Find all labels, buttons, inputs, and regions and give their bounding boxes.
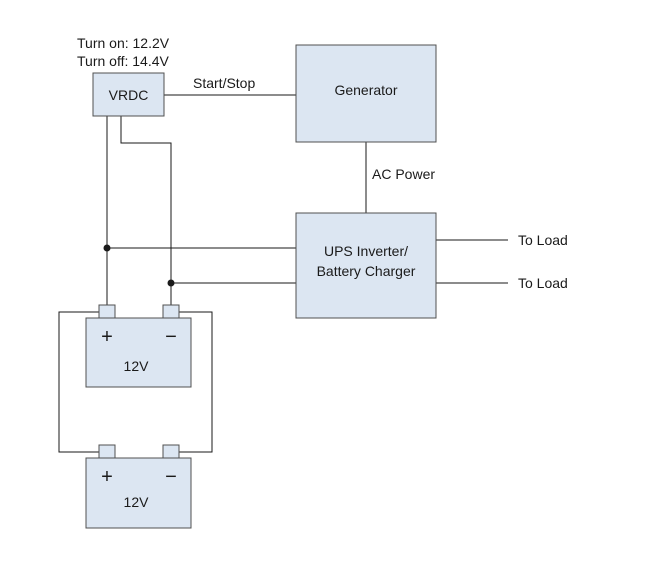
vrdc-block: Turn on: 12.2V Turn off: 14.4V VRDC (77, 35, 170, 117)
vrdc-turn-on-label: Turn on: 12.2V (77, 35, 170, 51)
battery-bottom-negative-terminal (162, 444, 180, 459)
load-label-1: To Load (518, 232, 568, 248)
series-link-left (58, 311, 99, 453)
battery-bottom-positive-terminal (98, 444, 116, 459)
vrdc-turn-off-label: Turn off: 14.4V (77, 53, 169, 69)
ups-label-line1: UPS Inverter/ (324, 243, 408, 259)
vrdc-label: VRDC (109, 87, 149, 103)
ups-label-line2: Battery Charger (317, 263, 416, 279)
battery-bottom-minus-sign: − (165, 466, 177, 488)
wires (58, 94, 508, 453)
generator-block: Generator (295, 44, 437, 143)
battery-top-negative-terminal (162, 304, 180, 319)
battery-bottom: + − 12V (85, 444, 192, 529)
battery-top-voltage: 12V (124, 358, 150, 374)
ac-power-label: AC Power (372, 166, 435, 182)
generator-box (295, 44, 437, 143)
battery-bottom-body (85, 457, 192, 529)
series-link-right (179, 311, 213, 453)
load-label-2: To Load (518, 275, 568, 291)
junction-negative (167, 279, 175, 287)
battery-top-plus-sign: + (101, 326, 113, 348)
vrdc-negative-wire (120, 116, 172, 305)
battery-top-minus-sign: − (165, 326, 177, 348)
generator-label: Generator (334, 82, 397, 98)
battery-bottom-plus-sign: + (101, 466, 113, 488)
battery-top-body (85, 317, 192, 388)
junction-positive (103, 244, 111, 252)
ups-box (295, 212, 437, 319)
start-stop-label: Start/Stop (193, 75, 255, 91)
battery-top: + − 12V (85, 304, 192, 388)
battery-bottom-voltage: 12V (124, 494, 150, 510)
vrdc-box (92, 72, 165, 117)
battery-top-positive-terminal (98, 304, 116, 319)
ups-block: UPS Inverter/ Battery Charger (295, 212, 437, 319)
